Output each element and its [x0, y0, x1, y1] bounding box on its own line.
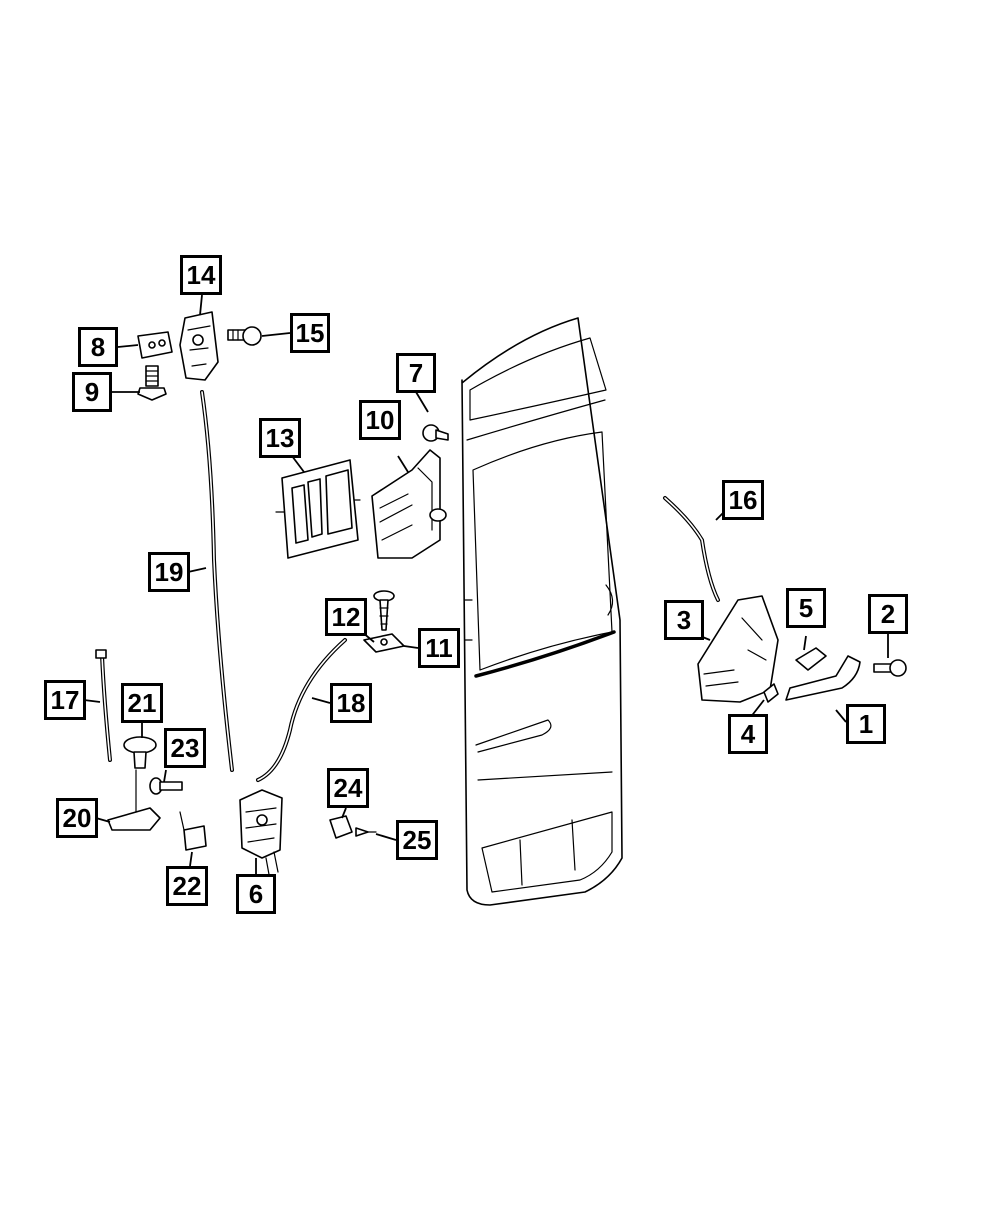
callout-7: 7: [396, 353, 436, 393]
callout-12: 12: [325, 598, 367, 636]
callout-15: 15: [290, 313, 330, 353]
screw-25: [355, 827, 377, 837]
callout-20: 20: [56, 798, 98, 838]
callout-16: 16: [722, 480, 764, 520]
callout-25: 25: [396, 820, 438, 860]
clip-4: [763, 683, 779, 703]
callout-19: 19: [148, 552, 190, 592]
screw-15: [227, 326, 262, 346]
upper-striker-bracket: [179, 311, 219, 381]
callout-1: 1: [846, 704, 886, 744]
rear-door-panel: [461, 317, 623, 906]
hex-bolt: [137, 365, 167, 401]
screw-2: [873, 659, 907, 677]
rod-17: [95, 649, 112, 762]
lower-latch: [239, 789, 283, 881]
callout-14: 14: [180, 255, 222, 295]
clip-nut-11: [363, 633, 405, 653]
outside-handle-1: [785, 655, 861, 701]
callout-8: 8: [78, 327, 118, 367]
callout-4: 4: [728, 714, 768, 754]
block-22: [179, 811, 207, 851]
callout-17: 17: [44, 680, 86, 720]
handle-carrier-3: [697, 595, 779, 703]
cable-19: [200, 390, 234, 772]
callout-9: 9: [72, 372, 112, 412]
button-21: [123, 736, 157, 769]
screw-12: [373, 590, 395, 631]
callout-3: 3: [664, 600, 704, 640]
screw-7: [422, 424, 449, 442]
callout-11: 11: [418, 628, 460, 668]
callout-2: 2: [868, 594, 908, 634]
callout-24: 24: [327, 768, 369, 808]
hinge-plate: [137, 331, 173, 359]
window-frame: [275, 459, 361, 559]
callout-21: 21: [121, 683, 163, 723]
callout-10: 10: [359, 400, 401, 440]
callout-5: 5: [786, 588, 826, 628]
lock-module: [371, 449, 447, 559]
cable-18: [256, 638, 347, 782]
bolt-23: [149, 777, 183, 795]
callout-23: 23: [164, 728, 206, 768]
seal-5: [795, 647, 827, 671]
bumper-24: [329, 815, 353, 839]
callout-13: 13: [259, 418, 301, 458]
cable-16: [663, 496, 720, 602]
callout-18: 18: [330, 683, 372, 723]
bracket-20: [107, 769, 161, 831]
callout-6: 6: [236, 874, 276, 914]
callout-22: 22: [166, 866, 208, 906]
